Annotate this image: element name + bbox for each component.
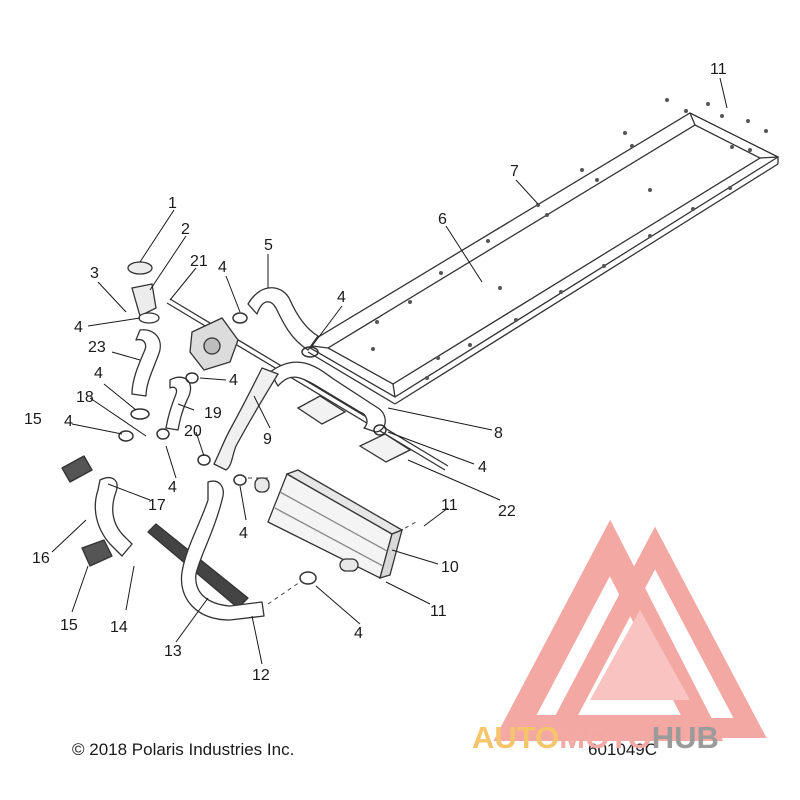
callout-14: 14	[110, 619, 128, 636]
tray-outer	[303, 112, 780, 398]
callout-2: 2	[181, 221, 190, 238]
callout-4: 4	[94, 365, 103, 382]
callout-3: 3	[90, 265, 99, 282]
connection-lines	[248, 477, 417, 605]
callout-7: 7	[510, 163, 519, 180]
callout-22: 22	[498, 503, 516, 520]
callout-21: 21	[190, 253, 208, 270]
callout-15: 15	[60, 617, 78, 634]
callout-4: 4	[229, 372, 238, 389]
callout-10: 10	[441, 559, 459, 576]
filler-neck	[127, 261, 160, 324]
copyright-text: © 2018 Polaris Industries Inc.	[72, 740, 295, 759]
callout-19: 19	[204, 405, 222, 422]
callout-17: 17	[148, 497, 166, 514]
watermark-logo	[493, 519, 767, 741]
callout-11: 11	[430, 603, 447, 620]
callout-1: 1	[168, 195, 177, 212]
pump-housing	[189, 317, 239, 371]
hoses	[61, 287, 386, 621]
callout-4: 4	[64, 413, 73, 430]
hose-clamps	[118, 312, 387, 585]
callout-4: 4	[478, 459, 487, 476]
callout-4: 4	[337, 289, 346, 306]
callout-12: 12	[252, 667, 270, 684]
callout-4: 4	[74, 319, 83, 336]
watermark-auto: AUTO	[472, 720, 560, 755]
callout-16: 16	[32, 550, 50, 567]
callout-4: 4	[239, 525, 248, 542]
tray-fasteners	[371, 98, 768, 380]
callout-4: 4	[218, 259, 227, 276]
watermark-hub: HUB	[651, 720, 719, 755]
callout-5: 5	[264, 237, 273, 254]
part-number: 601049C	[588, 740, 658, 759]
callout-13: 13	[164, 643, 182, 660]
tray-assembly	[296, 112, 780, 463]
callout-18: 18	[76, 389, 94, 406]
callout-23: 23	[88, 339, 106, 356]
callout-15: 15	[24, 411, 42, 428]
heater-core	[254, 469, 404, 579]
callout-4: 4	[354, 625, 363, 642]
callout-4: 4	[168, 479, 177, 496]
leader-lines	[51, 77, 728, 665]
callout-labels: 1 2 3 4 4 4 4 4 4 4 4 4 4 5 6 7 8 9 10 1…	[24, 61, 727, 684]
callout-11: 11	[441, 497, 458, 514]
watermark-moto: MOTO	[559, 720, 652, 755]
callout-8: 8	[494, 425, 503, 442]
callout-6: 6	[438, 211, 447, 228]
callout-9: 9	[263, 431, 272, 448]
watermark-text: AUTOMOTOHUB	[472, 720, 719, 756]
callout-11: 11	[710, 61, 727, 78]
callout-20: 20	[184, 423, 202, 440]
